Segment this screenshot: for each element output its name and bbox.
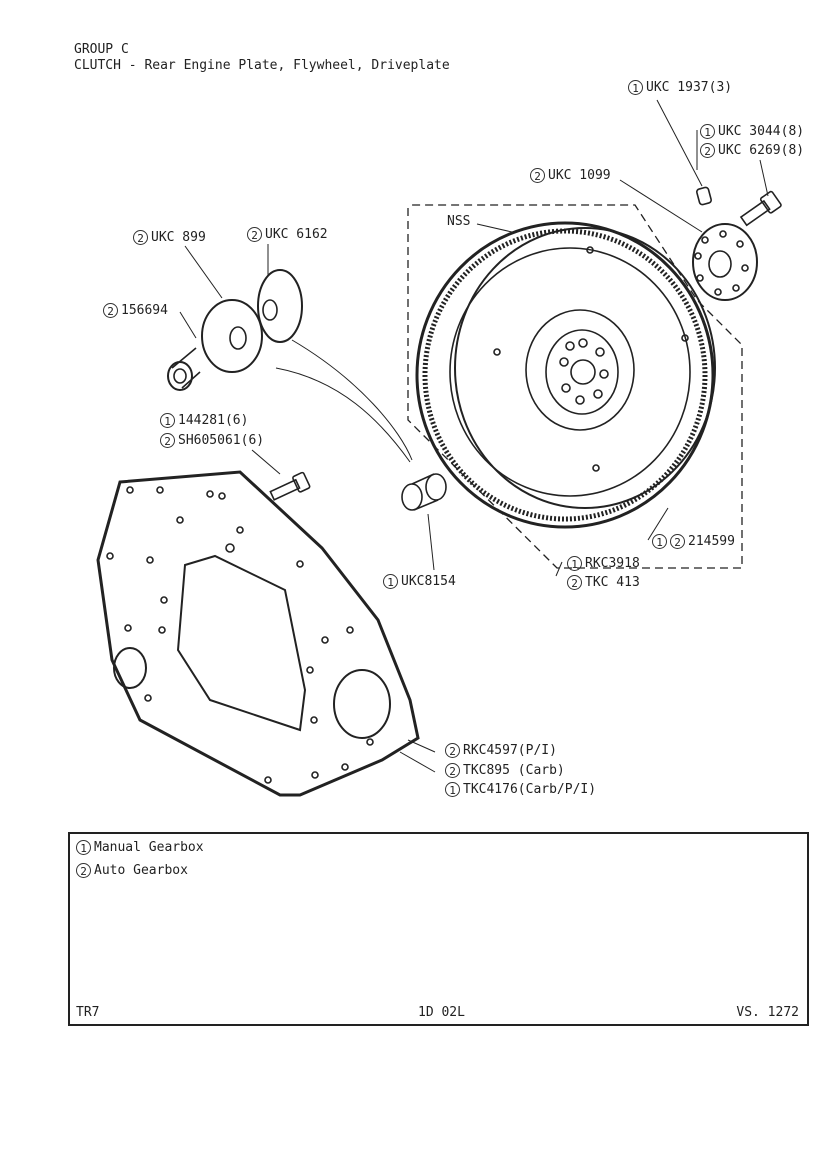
qty-badge: 1 (567, 556, 582, 571)
flywheel-bolt (739, 190, 782, 227)
part-number: RKC3918 (585, 556, 640, 571)
adaptor-assembly (167, 269, 303, 391)
legend-text: Auto Gearbox (94, 863, 188, 878)
footer-version: VS. 1272 (736, 1005, 799, 1020)
part-number: UKC8154 (401, 574, 456, 589)
qty-badge: 2 (103, 303, 118, 318)
part-number: UKC 899 (151, 230, 206, 245)
part-number: UKC 6269(8) (718, 143, 805, 158)
qty-badge: 1 (160, 413, 175, 428)
qty-badge: 2 (133, 230, 148, 245)
qty-badge: 2 (445, 743, 460, 758)
legend-badge: 2 (76, 863, 91, 878)
plate-bolt (269, 471, 311, 501)
part-number: UKC 6162 (265, 227, 328, 242)
bushing (401, 473, 447, 511)
part-number: UKC 1937(3) (646, 80, 733, 95)
part-number: RKC4597(P/I) (463, 743, 557, 758)
qty-badge: 1 (383, 574, 398, 589)
part-number: UKC 3044(8) (718, 124, 805, 139)
qty-badge: 1 (700, 124, 715, 139)
group-heading: GROUP C (74, 42, 129, 57)
qty-badge: 1 (652, 534, 667, 549)
callout-nss: NSS (447, 214, 471, 229)
part-number: UKC 1099 (548, 168, 611, 183)
legend-badge: 1 (76, 840, 91, 855)
qty-badge: 2 (530, 168, 545, 183)
qty-badge: 2 (160, 433, 175, 448)
part-number: SH605061(6) (178, 433, 265, 448)
dowel (696, 186, 712, 206)
drive-plate-hub (692, 223, 758, 301)
page-title: CLUTCH - Rear Engine Plate, Flywheel, Dr… (74, 58, 450, 73)
part-number: TKC 413 (585, 575, 640, 590)
qty-badge: 2 (567, 575, 582, 590)
part-number: TKC4176(Carb/P/I) (463, 782, 597, 797)
footer-page-code: 1D 02L (418, 1005, 465, 1020)
part-number: 214599 (688, 534, 735, 549)
part-number: 156694 (121, 303, 168, 318)
qty-badge: 1 (445, 782, 460, 797)
qty-badge: 2 (670, 534, 685, 549)
part-number: TKC895 (Carb) (463, 763, 565, 778)
rear-engine-plate (96, 470, 420, 797)
qty-badge: 2 (247, 227, 262, 242)
qty-badge: 2 (700, 143, 715, 158)
part-number: 144281(6) (178, 413, 249, 428)
legend-text: Manual Gearbox (94, 840, 204, 855)
qty-badge: 1 (628, 80, 643, 95)
flywheel-group-outline (407, 204, 743, 569)
qty-badge: 2 (445, 763, 460, 778)
footer-model: TR7 (76, 1005, 100, 1020)
flywheel (415, 221, 716, 529)
